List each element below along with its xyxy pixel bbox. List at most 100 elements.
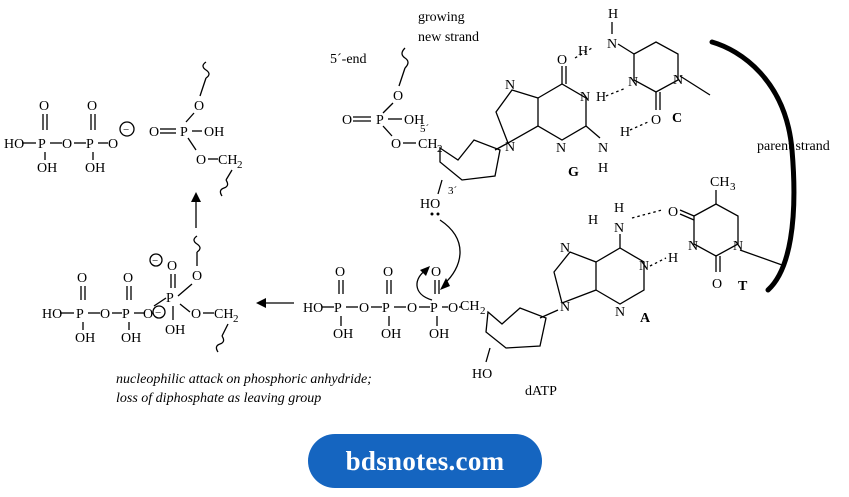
svg-text:OH: OH <box>75 331 95 346</box>
leaving-arrow-head <box>420 266 430 276</box>
svg-text:O: O <box>196 153 206 168</box>
svg-text:HO: HO <box>303 301 323 316</box>
five-prime-end-label: 5´-end <box>330 52 367 67</box>
svg-text:−: − <box>123 124 129 136</box>
svg-text:CH: CH <box>460 299 479 314</box>
attack-arrow <box>439 219 461 285</box>
cytosine-base: H N H N N O C <box>578 7 683 128</box>
svg-text:CH: CH <box>418 137 437 152</box>
strand-link-t <box>739 249 783 266</box>
transition-state: HO P O OH O P O OH O − P O OH − O O <box>42 235 239 353</box>
svg-text:O: O <box>143 307 153 322</box>
new-strand-label: new strand <box>418 30 479 45</box>
svg-text:O: O <box>391 137 401 152</box>
brand-text: bdsnotes.com <box>345 445 505 476</box>
svg-text:O: O <box>359 301 369 316</box>
svg-text:O: O <box>39 99 49 114</box>
leaving-arrow <box>416 269 433 301</box>
svg-text:OH: OH <box>404 113 424 128</box>
caption-line-2: loss of diphosphate as leaving group <box>116 391 321 406</box>
svg-text:O: O <box>149 125 159 140</box>
svg-text:P: P <box>376 113 384 128</box>
svg-text:O: O <box>557 53 567 68</box>
arrow-to-transition-head <box>256 298 266 308</box>
svg-text:2: 2 <box>480 305 486 317</box>
svg-text:N: N <box>688 239 698 254</box>
svg-text:OH: OH <box>121 331 141 346</box>
svg-text:OH: OH <box>37 161 57 176</box>
svg-text:N: N <box>607 37 617 52</box>
parent-strand-bracket <box>709 39 797 293</box>
svg-text:OH: OH <box>381 327 401 342</box>
svg-text:N: N <box>560 300 570 315</box>
svg-text:O: O <box>393 89 403 104</box>
attack-arrow-head <box>440 278 450 290</box>
guanine-base: N N N N O H N H H G <box>495 53 630 180</box>
svg-text:P: P <box>334 301 342 316</box>
svg-text:P: P <box>180 125 188 140</box>
datp-label: dATP <box>525 384 557 399</box>
brand-badge[interactable]: bdsnotes.com <box>308 434 542 488</box>
svg-text:HO: HO <box>4 137 24 152</box>
svg-text:H: H <box>614 201 624 216</box>
hbond-gc-3 <box>629 121 649 131</box>
svg-text:O: O <box>77 271 87 286</box>
growing-label: growing <box>418 10 465 25</box>
svg-text:P: P <box>38 137 46 152</box>
svg-text:P: P <box>122 307 130 322</box>
svg-text:N: N <box>560 241 570 256</box>
adenine-base: N N N N N H H A <box>553 201 651 326</box>
svg-text:N: N <box>580 90 590 105</box>
svg-text:O: O <box>407 301 417 316</box>
svg-text:H: H <box>588 213 598 228</box>
svg-text:H: H <box>598 161 608 176</box>
svg-text:P: P <box>430 301 438 316</box>
svg-text:5´: 5´ <box>420 123 430 135</box>
svg-text:O: O <box>194 99 204 114</box>
datp-triphosphate: HO P O OH O P O OH O P O OH O <box>303 265 462 342</box>
svg-text:N: N <box>733 239 743 254</box>
svg-text:OH: OH <box>333 327 353 342</box>
svg-text:O: O <box>431 265 441 280</box>
svg-text:2: 2 <box>233 313 239 325</box>
svg-text:O: O <box>100 307 110 322</box>
svg-text:OH: OH <box>165 323 185 338</box>
svg-text:O: O <box>668 205 678 220</box>
svg-text:3: 3 <box>730 181 736 193</box>
svg-text:O: O <box>191 307 201 322</box>
svg-text:O: O <box>342 113 352 128</box>
svg-text:P: P <box>86 137 94 152</box>
hbond-gc-2 <box>605 87 627 97</box>
svg-text:HO: HO <box>472 367 492 382</box>
thymine-base: CH 3 O N N H O T <box>668 175 748 294</box>
svg-text:HO: HO <box>420 197 440 212</box>
svg-text:O: O <box>167 259 177 274</box>
product-diphosphate: HO P O OH O P O OH O − <box>4 99 135 176</box>
svg-text:N: N <box>639 259 649 274</box>
svg-text:OH: OH <box>204 125 224 140</box>
svg-text:3´: 3´ <box>448 185 458 197</box>
svg-text:O: O <box>123 271 133 286</box>
svg-text:C: C <box>672 111 682 126</box>
svg-text:O: O <box>383 265 393 280</box>
svg-text:O: O <box>192 269 202 284</box>
svg-text:O: O <box>335 265 345 280</box>
hbond-at-1 <box>631 209 663 219</box>
svg-text:N: N <box>614 221 624 236</box>
svg-text:H: H <box>608 7 618 22</box>
svg-text:N: N <box>505 78 515 93</box>
svg-text:OH: OH <box>429 327 449 342</box>
svg-text:−: − <box>152 255 158 267</box>
svg-text:A: A <box>640 311 651 326</box>
svg-text:N: N <box>615 305 625 320</box>
svg-text:H: H <box>620 125 630 140</box>
growing-strand-sugar: O P O OH O CH 2 5´ 3´ HO <box>342 47 509 216</box>
svg-text:N: N <box>673 73 683 88</box>
hbond-at-2 <box>649 257 667 267</box>
svg-text:CH: CH <box>218 153 237 168</box>
product-chain: O P O OH O CH 2 <box>149 61 243 197</box>
svg-text:O: O <box>87 99 97 114</box>
svg-text:N: N <box>556 141 566 156</box>
svg-text:O: O <box>62 137 72 152</box>
